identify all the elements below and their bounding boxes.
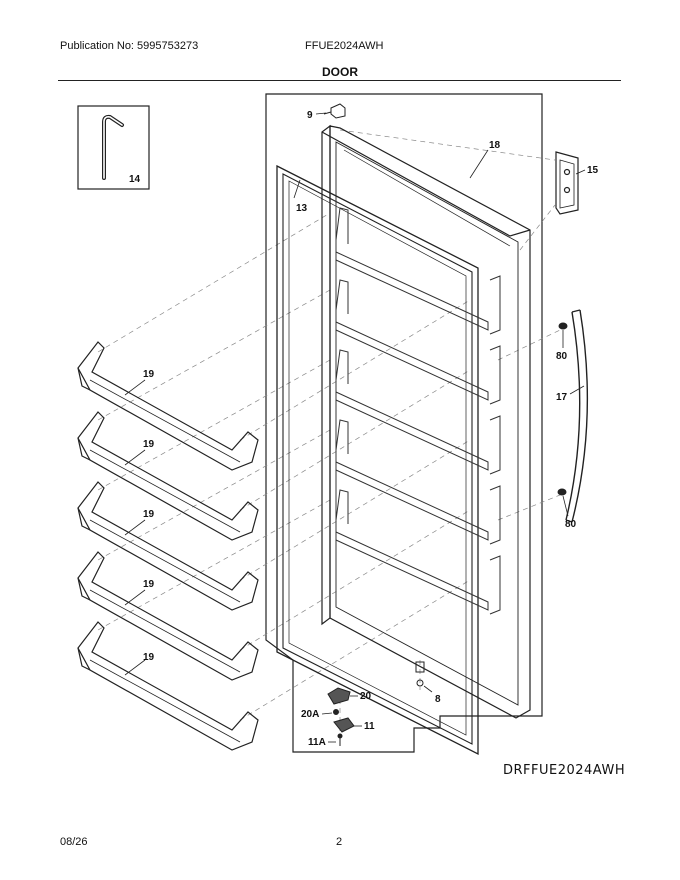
callout-14: 14: [129, 174, 141, 185]
handle-screw-top: [558, 322, 568, 330]
allen-key-part-box: 14: [77, 105, 150, 190]
door-bin-3: [77, 481, 259, 611]
callout-8: 8: [435, 694, 441, 705]
publication-number: Publication No: 5995753273: [60, 40, 199, 52]
diagram-code: DRFFUE2024AWH: [503, 763, 626, 778]
hinge-bracket: [555, 151, 579, 215]
door-bins: [77, 341, 259, 751]
leader-lines: [124, 112, 586, 743]
callout-19-bin-4: 19: [143, 579, 155, 590]
door-bin-5: [77, 621, 259, 751]
header-rule: [58, 80, 621, 81]
explode-lines: [97, 129, 561, 740]
callout-13: 13: [296, 203, 308, 214]
callout-11: 11: [364, 721, 375, 732]
callout-15: 15: [587, 165, 599, 176]
footer-date: 08/26: [60, 836, 88, 848]
section-title: DOOR: [322, 65, 358, 79]
callout-20a: 20A: [301, 709, 319, 720]
callout-19-bin-1: 19: [143, 369, 155, 380]
assembly-boundary: [265, 93, 543, 753]
door-bin-1: [77, 341, 259, 471]
handle-screw-bottom: [557, 488, 567, 496]
door-handle: [565, 309, 589, 523]
callout-9: 9: [307, 110, 313, 121]
bottom-plug: [415, 661, 425, 687]
callout-80-top: 80: [556, 351, 568, 362]
callout-19-bin-3: 19: [143, 509, 155, 520]
door-panel: [321, 124, 531, 719]
callout-18: 18: [489, 140, 501, 151]
page-number: 2: [336, 836, 343, 848]
callout-80-bottom: 80: [565, 519, 577, 530]
model-number: FFUE2024AWH: [305, 40, 384, 52]
top-hinge-screw: [323, 103, 346, 119]
door-bin-2: [77, 411, 259, 541]
door-bin-4: [77, 551, 259, 681]
bottom-hinge-parts: [327, 687, 355, 746]
door-liner-shelves: [335, 207, 501, 615]
callout-19-bin-2: 19: [143, 439, 155, 450]
callout-17: 17: [556, 392, 568, 403]
door-gasket: [276, 164, 479, 756]
callout-11a: 11A: [308, 737, 326, 748]
callout-19-bin-5: 19: [143, 652, 155, 663]
callout-20: 20: [360, 691, 372, 702]
